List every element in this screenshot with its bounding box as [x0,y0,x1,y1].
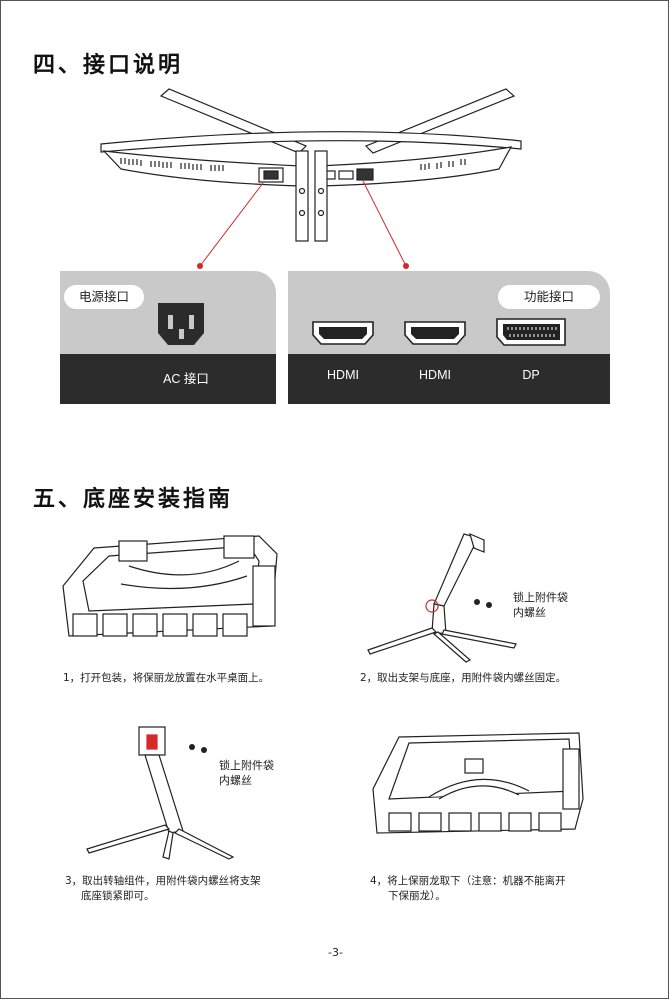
dp-label: DP [522,368,540,382]
step3-caption: 3，取出转轴组件，用附件袋内螺丝将支架 底座锁紧即可。 [65,875,261,902]
monitor-rear-illustration [100,88,522,269]
hdmi1-label: HDMI [327,368,359,382]
hdmi2-label: HDMI [419,368,451,382]
step3-screw-note: 锁上附件袋 内螺丝 [219,759,274,787]
step2-stand-base-illustration [367,532,517,663]
step4-caption: 4，将上保丽龙取下（注意：机器不能离开 下保丽龙）。 [370,875,566,902]
section-title-interfaces: 四、接口说明 [33,53,184,78]
power-port-panel: 电源接口 AC 接口 [60,271,276,404]
hdmi-port-icon [312,321,374,345]
step4-remove-foam-illustration [372,732,584,834]
step1-caption: 1，打开包装，将保丽龙放置在水平桌面上。 [63,672,270,684]
step1-foam-packaging-illustration [62,535,278,637]
function-port-panel: 功能接口 HDMI HDMI DP [288,271,610,404]
step2-screw-note: 锁上附件袋 内螺丝 [513,591,568,619]
page-number: -3- [328,946,343,959]
power-port-label: 电源接口 [64,285,144,309]
displayport-icon [496,318,566,346]
ac-port-label: AC 接口 [163,372,209,386]
step2-caption: 2，取出支架与底座，用附件袋内螺丝固定。 [360,672,567,684]
ac-power-socket-icon [158,303,204,345]
hdmi-port-icon [404,321,466,345]
section-title-stand-install: 五、底座安装指南 [33,487,234,512]
function-port-label: 功能接口 [498,285,600,309]
step3-hinge-stand-illustration [86,726,235,860]
